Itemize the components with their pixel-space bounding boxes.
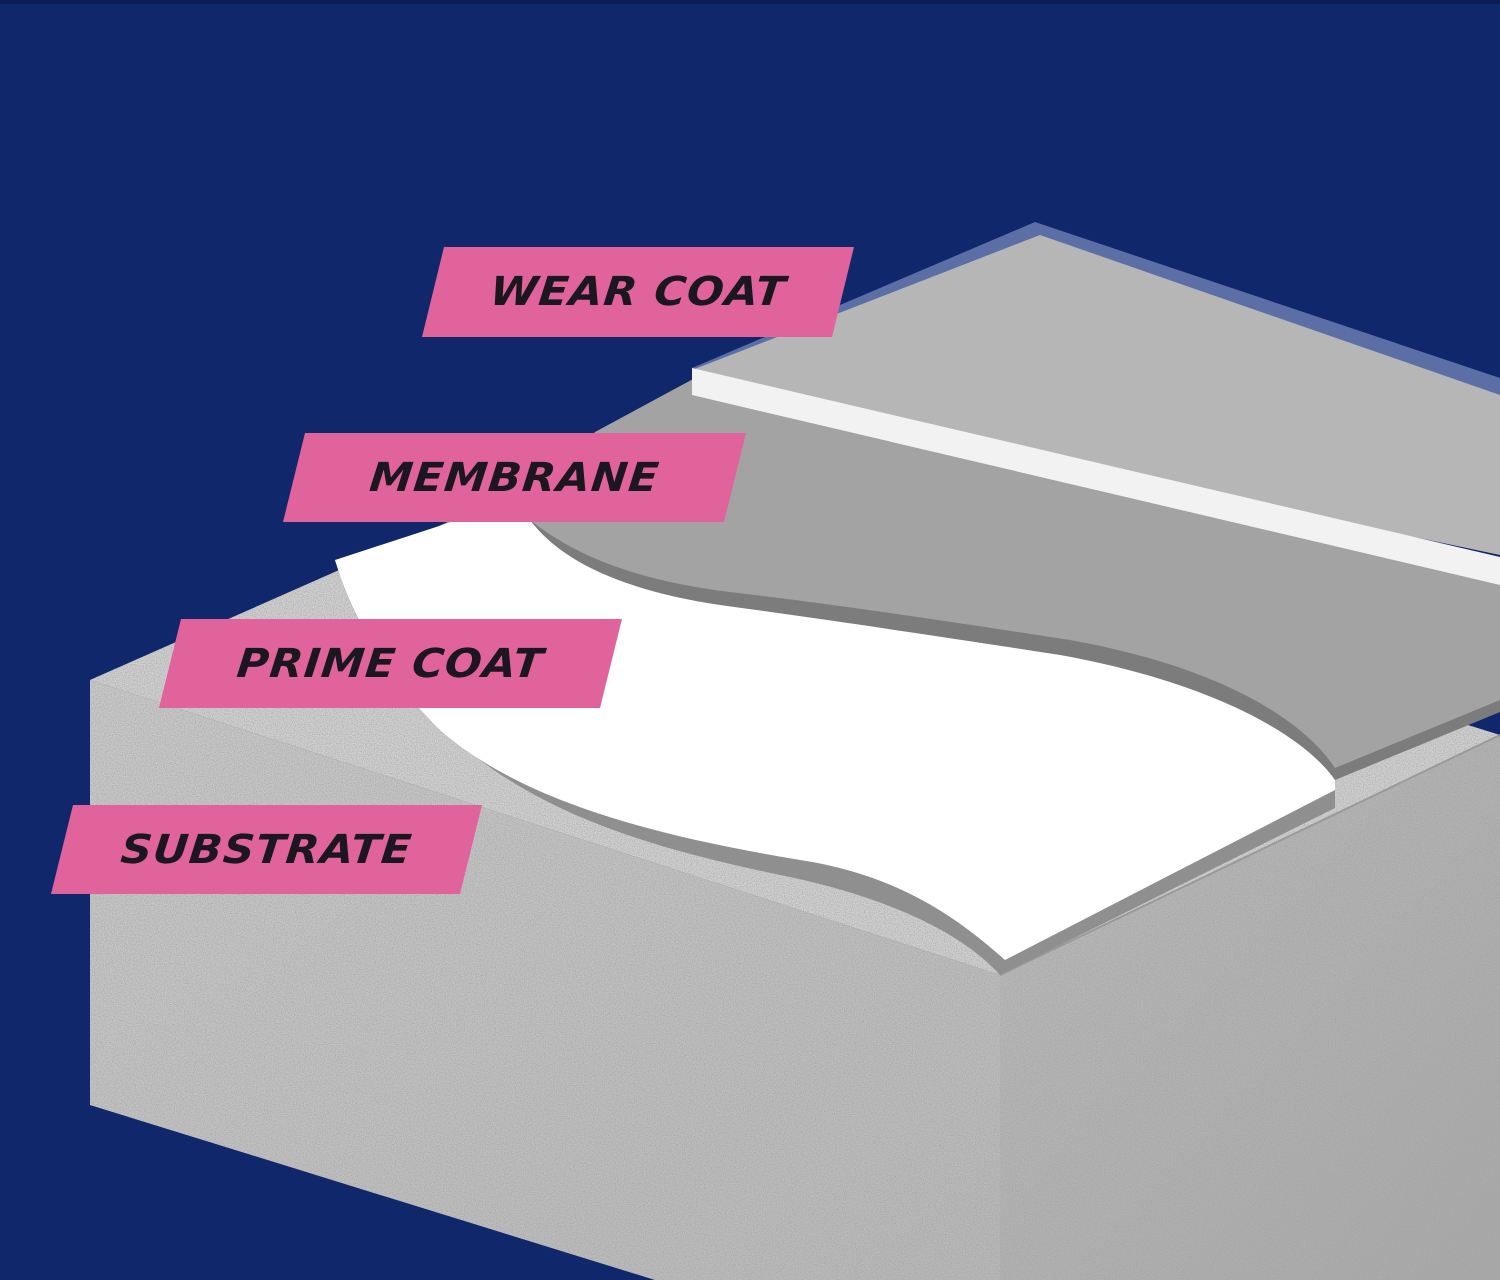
top-edge-strip: [0, 0, 1500, 4]
wear-coat-surface: [692, 235, 1500, 555]
label-membrane: MEMBRANE: [283, 433, 746, 522]
label-membrane-text: MEMBRANE: [367, 454, 662, 501]
wear-coat-layer: [692, 222, 1500, 585]
label-prime-coat-text: PRIME COAT: [234, 640, 547, 687]
label-wear-coat: WEAR COAT: [422, 247, 854, 337]
label-prime-coat: PRIME COAT: [159, 619, 622, 708]
membrane-surface: [530, 378, 1500, 768]
membrane-layer: [530, 378, 1500, 780]
label-wear-coat-text: WEAR COAT: [487, 269, 789, 315]
label-substrate-text: SUBSTRATE: [118, 826, 415, 873]
label-substrate: SUBSTRATE: [51, 805, 482, 894]
substrate-right-face: [1000, 735, 1500, 1280]
wear-coat-white-stripe: [692, 368, 1500, 585]
